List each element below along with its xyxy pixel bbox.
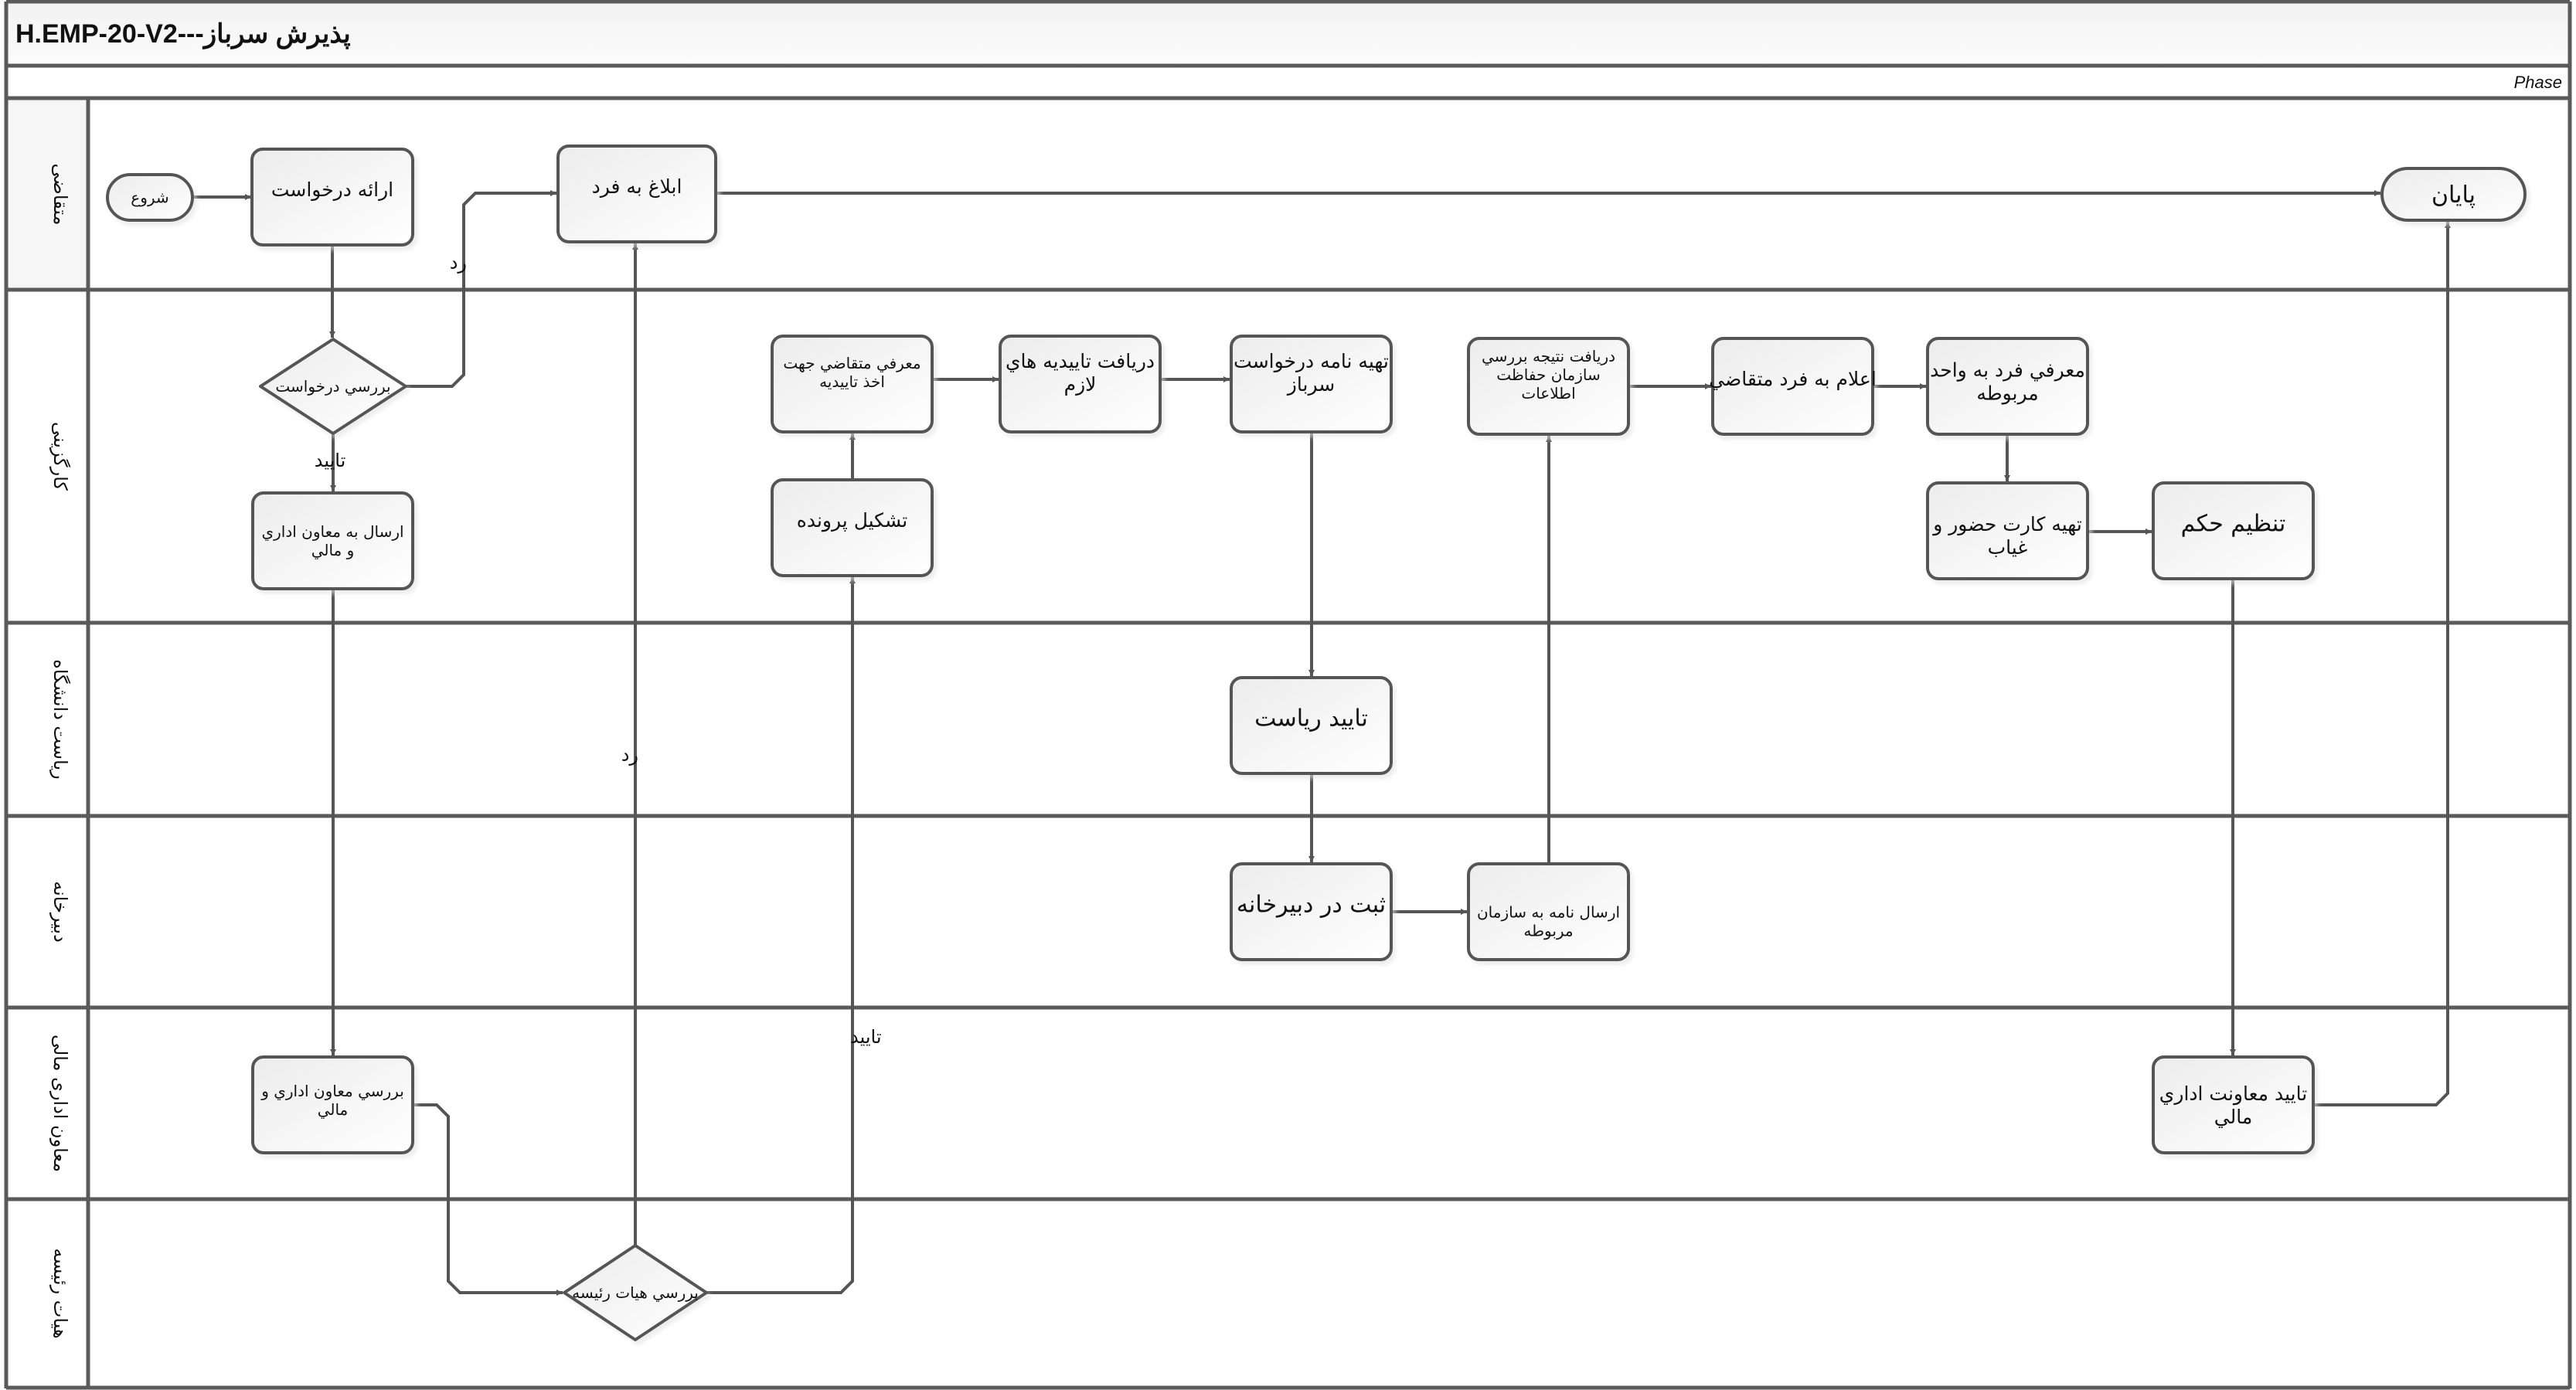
node-label: مربوطه xyxy=(1976,382,2038,405)
terminal-shape xyxy=(106,173,194,222)
title-bar xyxy=(6,2,2570,66)
node-label: اعلام به فرد متقاضي xyxy=(1709,368,1877,390)
node-file[interactable]: تشکیل پرونده xyxy=(771,478,934,577)
node-label: لازم xyxy=(1064,373,1097,396)
node-start[interactable]: شروع xyxy=(106,173,194,222)
node-label: مالي xyxy=(2214,1106,2252,1128)
node-label: دريافت تاييديه هاي xyxy=(1006,350,1155,372)
task-box xyxy=(1926,337,2089,436)
node-label: ارسال نامه به سازمان xyxy=(1477,902,1620,921)
task-box xyxy=(2152,1055,2315,1154)
node-label: تاييد رياست xyxy=(1254,705,1368,732)
node-notify[interactable]: ابلاغ به فرد xyxy=(556,144,717,243)
node-submit[interactable]: ارائه درخواست xyxy=(250,148,414,246)
lane-header-highlight xyxy=(6,99,88,291)
node-label: تشکیل پرونده xyxy=(797,509,908,532)
node-label: شروع xyxy=(131,189,168,207)
node-label: ابلاغ به فرد xyxy=(592,175,682,198)
edge-deputy-approve-to-end xyxy=(2313,222,2451,1106)
task-box xyxy=(1230,676,1393,775)
node-label: تنظیم حکم xyxy=(2181,511,2286,538)
terminal-shape xyxy=(2380,167,2527,222)
node-end[interactable]: پایان xyxy=(2380,167,2527,222)
node-label: تهيه نامه درخواست xyxy=(1234,350,1389,373)
diagram-frame xyxy=(4,0,2572,1390)
node-review[interactable]: بررسي درخواست xyxy=(259,338,407,435)
node-label: سازمان حفاظت xyxy=(1496,365,1601,384)
node-label: اخذ تاييديه xyxy=(819,372,885,391)
lane-label-board: هیات رئیسه xyxy=(49,1248,71,1338)
edge-label: تاييد xyxy=(850,1026,882,1048)
node-decree[interactable]: تنظیم حکم xyxy=(2152,481,2315,580)
task-box xyxy=(1467,862,1630,961)
node-label: بررسي درخواست xyxy=(275,377,390,396)
lane-label-secretariat: دبیرخانه xyxy=(49,881,71,943)
node-label: غياب xyxy=(1988,536,2028,559)
node-label: تهيه کارت حضور و xyxy=(1931,513,2082,536)
node-label: بررسي معاون اداري و xyxy=(260,1082,404,1101)
edge-label: رد xyxy=(450,252,467,274)
node-label: اطلاعات xyxy=(1521,384,1575,403)
task-box xyxy=(999,335,1162,433)
node-label: بررسي هيات رئيسه xyxy=(572,1283,699,1303)
node-label: ارسال به معاون اداري xyxy=(261,522,403,542)
node-pres-approve[interactable]: تاييد رياست xyxy=(1230,676,1393,775)
task-box xyxy=(771,335,934,433)
task-box xyxy=(556,144,717,243)
task-box xyxy=(251,1055,414,1154)
task-box xyxy=(1230,862,1393,961)
decision-diamond xyxy=(563,1244,708,1341)
node-inform[interactable]: اعلام به فرد متقاضي xyxy=(1709,337,1877,436)
task-box xyxy=(1467,337,1630,436)
edge-review-to-notify xyxy=(406,190,556,388)
task-box xyxy=(250,148,414,246)
node-label: ثبت در دبيرخانه xyxy=(1237,892,1386,919)
lane-label-admin_deputy: معاون اداری مالی xyxy=(49,1035,71,1172)
task-box xyxy=(771,478,934,577)
decision-diamond xyxy=(259,338,407,435)
node-label: سرباز xyxy=(1286,373,1335,396)
task-box xyxy=(1926,481,2089,580)
lane-label-hr: کارگزینی xyxy=(49,422,71,491)
node-label: پایان xyxy=(2431,182,2476,209)
task-box xyxy=(1711,337,1874,436)
lane-label-presidency: ریاست دانشگاه xyxy=(49,659,71,779)
edge-board-review-to-file xyxy=(706,577,856,1294)
node-label: تاييد معاونت اداري xyxy=(2159,1082,2307,1106)
task-box xyxy=(2152,481,2315,580)
task-box xyxy=(251,491,414,590)
node-board-review[interactable]: بررسي هيات رئيسه xyxy=(563,1244,708,1341)
edge-deputy-review-to-board-review xyxy=(413,1103,563,1296)
node-label: معرفي متقاضي جهت xyxy=(783,354,920,373)
lane-label-applicant: متقاضی xyxy=(49,164,71,226)
phase-row xyxy=(6,67,2570,98)
node-label: و مالي xyxy=(311,541,355,560)
node-label: مربوطه xyxy=(1523,921,1573,940)
edge-label: تاييد xyxy=(315,450,346,471)
task-box xyxy=(1230,335,1393,433)
diagram-title: H.EMP-20-V2---پذیرش سرباز xyxy=(15,19,351,49)
node-label: معرفي فرد به واحد xyxy=(1930,359,2085,382)
phase-label: Phase xyxy=(2514,73,2562,92)
node-label: مالي xyxy=(318,1100,349,1120)
edge-label: رد xyxy=(621,744,638,766)
node-register[interactable]: ثبت در دبيرخانه xyxy=(1230,862,1393,961)
node-label: دريافت نتيجه بررسي xyxy=(1482,347,1615,366)
node-label: ارائه درخواست xyxy=(271,178,393,201)
